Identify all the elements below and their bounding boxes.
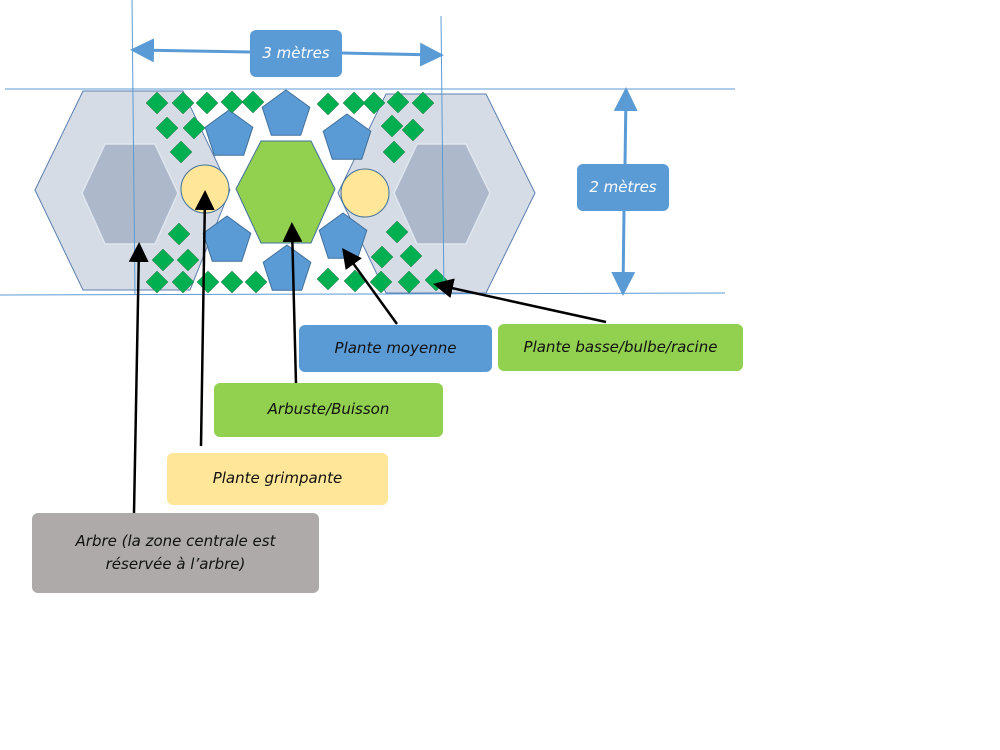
low-plant-diamond	[399, 244, 423, 268]
medium-plant-pentagon	[204, 109, 254, 156]
low-plant-diamond	[411, 91, 435, 115]
low-plant-diamond	[401, 118, 425, 142]
legend-medium-plant: Plante moyenne	[299, 325, 492, 372]
height-arrow-down	[611, 210, 636, 296]
bed-bottom-line	[0, 292, 726, 296]
width-arrow-right	[341, 42, 444, 67]
low-plant-diamond	[316, 92, 340, 116]
tree-center-left	[81, 143, 179, 245]
low-plant-diamond	[145, 91, 169, 115]
low-plant-diamond	[220, 270, 244, 294]
height-label-text: 2 mètres	[589, 177, 657, 196]
low-plant-diamond	[386, 90, 410, 114]
pointer-climbing	[194, 190, 215, 447]
low-plant-diamond	[167, 222, 191, 246]
low-plant-diamond	[380, 114, 404, 138]
low-plant-diamond	[182, 116, 206, 140]
low-plant-diamond	[171, 270, 195, 294]
low-plant-diamond	[145, 270, 169, 294]
low-plant-diamond	[176, 248, 200, 272]
medium-plant-pentagon	[261, 89, 311, 136]
tree-center-right	[393, 143, 491, 245]
low-plant-diamond	[196, 270, 220, 294]
low-plant-diamond	[171, 91, 195, 115]
low-plant-diamond	[169, 140, 193, 164]
medium-plant-pentagon	[202, 215, 252, 262]
legend-medium-plant-text: Plante moyenne	[334, 338, 457, 357]
legend-tree: Arbre (la zone centrale est réservée à l…	[32, 513, 319, 593]
pointer-medium	[342, 247, 399, 325]
low-plant-diamond	[316, 267, 340, 291]
legend-tree-text-1: Arbre (la zone centrale est	[75, 531, 276, 550]
pointer-shrub	[282, 222, 303, 385]
legend-climbing-plant: Plante grimpante	[167, 453, 388, 505]
medium-plant-pentagon	[262, 244, 312, 291]
width-arrow-left	[130, 38, 251, 63]
low-plant-diamond	[155, 116, 179, 140]
low-plant-diamond	[369, 270, 393, 294]
height-label: 2 mètres	[577, 164, 669, 211]
low-plant-diamond	[382, 140, 406, 164]
low-plant-diamond	[343, 269, 367, 293]
pointer-tree	[128, 242, 149, 514]
low-plant-diamond	[241, 90, 265, 114]
low-plant-diamond	[195, 91, 219, 115]
legend-climbing-plant-text: Plante grimpante	[212, 469, 343, 488]
legend-shrub-text: Arbuste/Buisson	[267, 400, 390, 419]
legend-tree-text-2: réservée à l’arbre)	[105, 555, 246, 573]
width-label: 3 mètres	[250, 30, 342, 77]
low-plant-diamond	[397, 270, 421, 294]
shrub-hexagon	[235, 140, 336, 244]
low-plant-diamond	[244, 270, 268, 294]
legend-shrub: Arbuste/Buisson	[214, 383, 443, 437]
medium-plant-pentagon	[322, 113, 372, 160]
low-plant-diamond	[385, 220, 409, 244]
low-plant-diamond	[342, 91, 366, 115]
pointer-low	[433, 278, 607, 324]
height-arrow-up	[613, 87, 638, 166]
low-plant-diamond	[220, 90, 244, 114]
climbing-plant-right	[340, 168, 390, 218]
width-label-text: 3 mètres	[262, 43, 330, 62]
low-plant-diamond	[362, 91, 386, 115]
legend-low-plant-text: Plante basse/bulbe/racine	[523, 337, 718, 356]
low-plant-diamond	[151, 248, 175, 272]
low-plant-diamond	[370, 245, 394, 269]
legend-low-plant: Plante basse/bulbe/racine	[498, 324, 743, 371]
